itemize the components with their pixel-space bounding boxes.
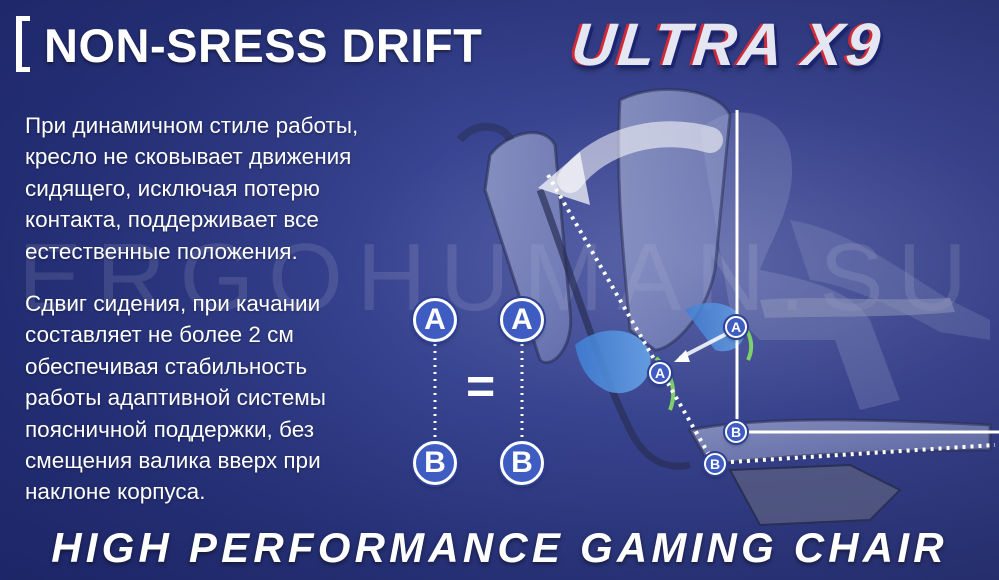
header-bracket-icon [16,16,30,72]
chair-illustration [456,87,999,527]
back-frame [536,188,691,470]
paragraph-line: При динамичном стиле работы, [25,113,359,138]
description-paragraph-2: Сдвиг сидения, при качании составляет не… [25,288,445,508]
lumbar-green-edge [654,356,676,411]
paragraph-line: кресло не сковывает движения [25,144,352,170]
lumbar-pad-upper [685,302,746,352]
comparison-badge-a-right: A [500,298,544,342]
reclined-headrest [456,122,514,143]
paragraph-line: работы адаптивной системы [25,385,326,411]
comparison-badge-a-left: A [413,298,457,342]
chair-marker-b-upright: B [725,421,747,443]
footer-tagline: HIGH PERFORMANCE GAMING CHAIR [51,524,948,571]
lumbar-pad-lower [575,330,651,394]
shift-arrow [679,330,731,360]
equals-sign: = [466,358,496,414]
paragraph-line: смещения валика вверх при [25,448,321,474]
page-title: NON-SRESS DRIFT [44,19,483,72]
paragraph-line: естественные положения. [25,238,298,264]
chair-marker-b-reclined: B [704,453,726,475]
shift-arrow-head [674,350,690,362]
paragraph-line: контакта, поддерживает все [25,207,319,233]
armrest [760,298,955,318]
paragraph-line: обеспечивая стабильность [25,353,308,379]
comparison-badge-b-right: B [500,441,544,485]
upright-backrest [617,87,732,352]
paragraph-line: Сдвиг сидения, при качании [25,291,321,316]
chair-marker-a-upright: A [725,316,747,338]
seat-mechanism [728,463,902,527]
comparison-connector-lines [433,344,524,438]
brand-logo: ULTRA X9 [568,11,887,78]
description-paragraph-1: При динамичном стиле работы, кресло не с… [25,110,445,267]
paragraph-line: сидящего, исключая потерю [25,175,320,201]
chair-marker-a-reclined: A [649,362,671,384]
seat-dotted-line [714,443,996,465]
comparison-badge-b-left: B [413,441,457,485]
recline-arrow-head [538,152,590,205]
paragraph-line: поясничной поддержки, без [25,416,315,442]
ghost-person-shape [700,112,900,410]
paragraph-line: составляет не более 2 см [25,322,294,348]
paragraph-line: наклоне корпуса. [25,479,206,505]
